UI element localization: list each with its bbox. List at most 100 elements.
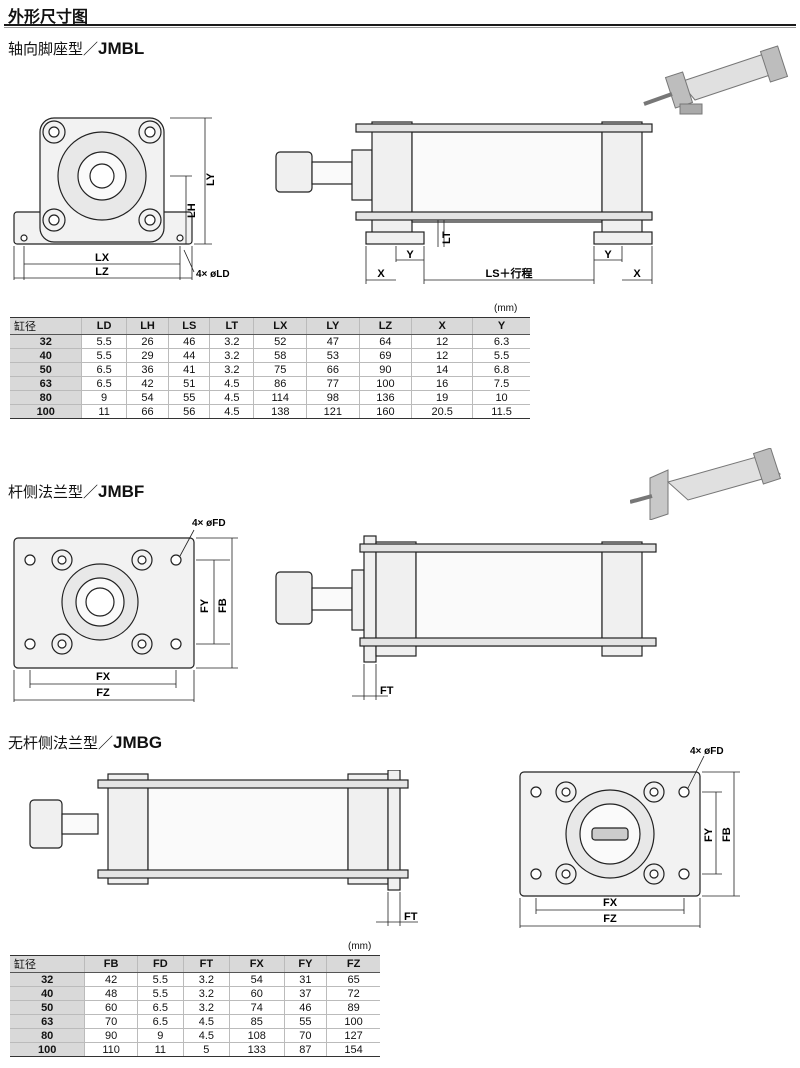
table-cell: 136 [358, 390, 412, 405]
section-model: JMBF [98, 482, 145, 501]
flange [387, 770, 401, 891]
table-header: LZ [358, 317, 412, 335]
table-cell: 72 [326, 986, 380, 1001]
fb-label: FB [721, 827, 733, 842]
x-label-left: X [377, 268, 385, 280]
table-header: FZ [326, 955, 380, 973]
table-cell: 3.2 [209, 362, 254, 377]
table-cell: 11.5 [472, 404, 530, 419]
table-cell: 60 [228, 986, 285, 1001]
table-cell: 127 [326, 1028, 380, 1043]
table-cell: 12 [411, 348, 473, 363]
bore-cell: 50 [10, 1000, 85, 1015]
lz-label: LZ [95, 266, 109, 278]
table-cell: 6.5 [81, 362, 127, 377]
table-cell: 75 [253, 362, 307, 377]
table-header: LD [81, 317, 127, 335]
table-cell: 46 [283, 1000, 327, 1015]
table-cell: 6.8 [472, 362, 530, 377]
maker-logo [591, 827, 629, 841]
table-header: LT [209, 317, 254, 335]
table-cell: 10 [472, 390, 530, 405]
table-cell: 100 [358, 376, 412, 391]
table-cell: 90 [84, 1028, 138, 1043]
tie-rod-top [355, 123, 653, 133]
table-cell: 20.5 [411, 404, 473, 419]
table-cell: 53 [306, 348, 360, 363]
table-cell: 110 [84, 1042, 138, 1057]
table-header-row: 缸径 LD LH LS LT LX LY LZ X Y [10, 317, 530, 335]
table-cell: 6.5 [81, 376, 127, 391]
table-cell: 74 [228, 1000, 285, 1015]
cylinder-tube [147, 783, 349, 875]
fz-label: FZ [603, 913, 617, 925]
table-cell: 4.5 [209, 376, 254, 391]
table-cell: 4.5 [182, 1028, 230, 1043]
table-cell: 70 [283, 1028, 327, 1043]
tie-rod-top [97, 779, 409, 789]
bore-cell: 100 [10, 404, 82, 419]
piston-rod [311, 587, 353, 611]
table-cell: 160 [358, 404, 412, 419]
tie-rod-bottom [359, 637, 657, 647]
table-cell: 9 [81, 390, 127, 405]
table-cell: 6.5 [136, 1014, 184, 1029]
title-divider-thin [4, 27, 796, 28]
table-cell: 5.5 [81, 334, 127, 349]
table-cell: 36 [125, 362, 169, 377]
table-cell: 55 [168, 390, 210, 405]
table-cell: 90 [358, 362, 412, 377]
jmbl-product-photo [643, 45, 789, 115]
fb-label: FB [217, 598, 229, 613]
y-label-right: Y [604, 249, 612, 261]
tie-rod-bottom [355, 211, 653, 221]
jmbf-product-photo [630, 448, 782, 520]
table-header: FY [283, 955, 327, 973]
table-cell: 5 [182, 1042, 230, 1057]
fx-label: FX [96, 671, 111, 683]
fy-label: FY [199, 598, 211, 613]
bore-cell: 80 [10, 390, 82, 405]
y-label-left: Y [406, 249, 414, 261]
section-title-jmbf: 杆侧法兰型／JMBF [8, 481, 144, 502]
section-title-cn: 无杆侧法兰型／ [8, 735, 114, 752]
table-cell: 11 [81, 404, 127, 419]
table-cell: 12 [411, 334, 473, 349]
table-header: 缸径 [10, 317, 82, 335]
table-cell: 65 [326, 972, 380, 987]
lx-label: LX [95, 252, 110, 264]
ls-label: LS＋行程 [485, 266, 532, 280]
table-cell: 26 [125, 334, 169, 349]
bore-cell: 32 [10, 972, 85, 987]
foot-right [593, 231, 653, 245]
bore-cell: 40 [10, 986, 85, 1001]
ft-label: FT [380, 685, 394, 697]
table-cell: 37 [283, 986, 327, 1001]
table-cell: 121 [306, 404, 360, 419]
table-cell: 3.2 [209, 348, 254, 363]
table-cell: 114 [253, 390, 307, 405]
fy-label: FY [703, 827, 715, 842]
tie-rod-bottom [97, 869, 409, 879]
jmbg-side-view-drawing: FT [29, 770, 418, 926]
table-header: FD [136, 955, 184, 973]
table-cell: 47 [306, 334, 360, 349]
ly-label: LY [205, 172, 217, 186]
section-title-cn: 轴向脚座型／ [8, 41, 99, 58]
lt-label: LT [441, 231, 453, 244]
table-cell: 55 [283, 1014, 327, 1029]
table-cell: 19 [411, 390, 473, 405]
section-title-jmbl: 轴向脚座型／JMBL [8, 38, 144, 59]
rod-cover [375, 541, 417, 657]
table-cell: 60 [84, 1000, 138, 1015]
